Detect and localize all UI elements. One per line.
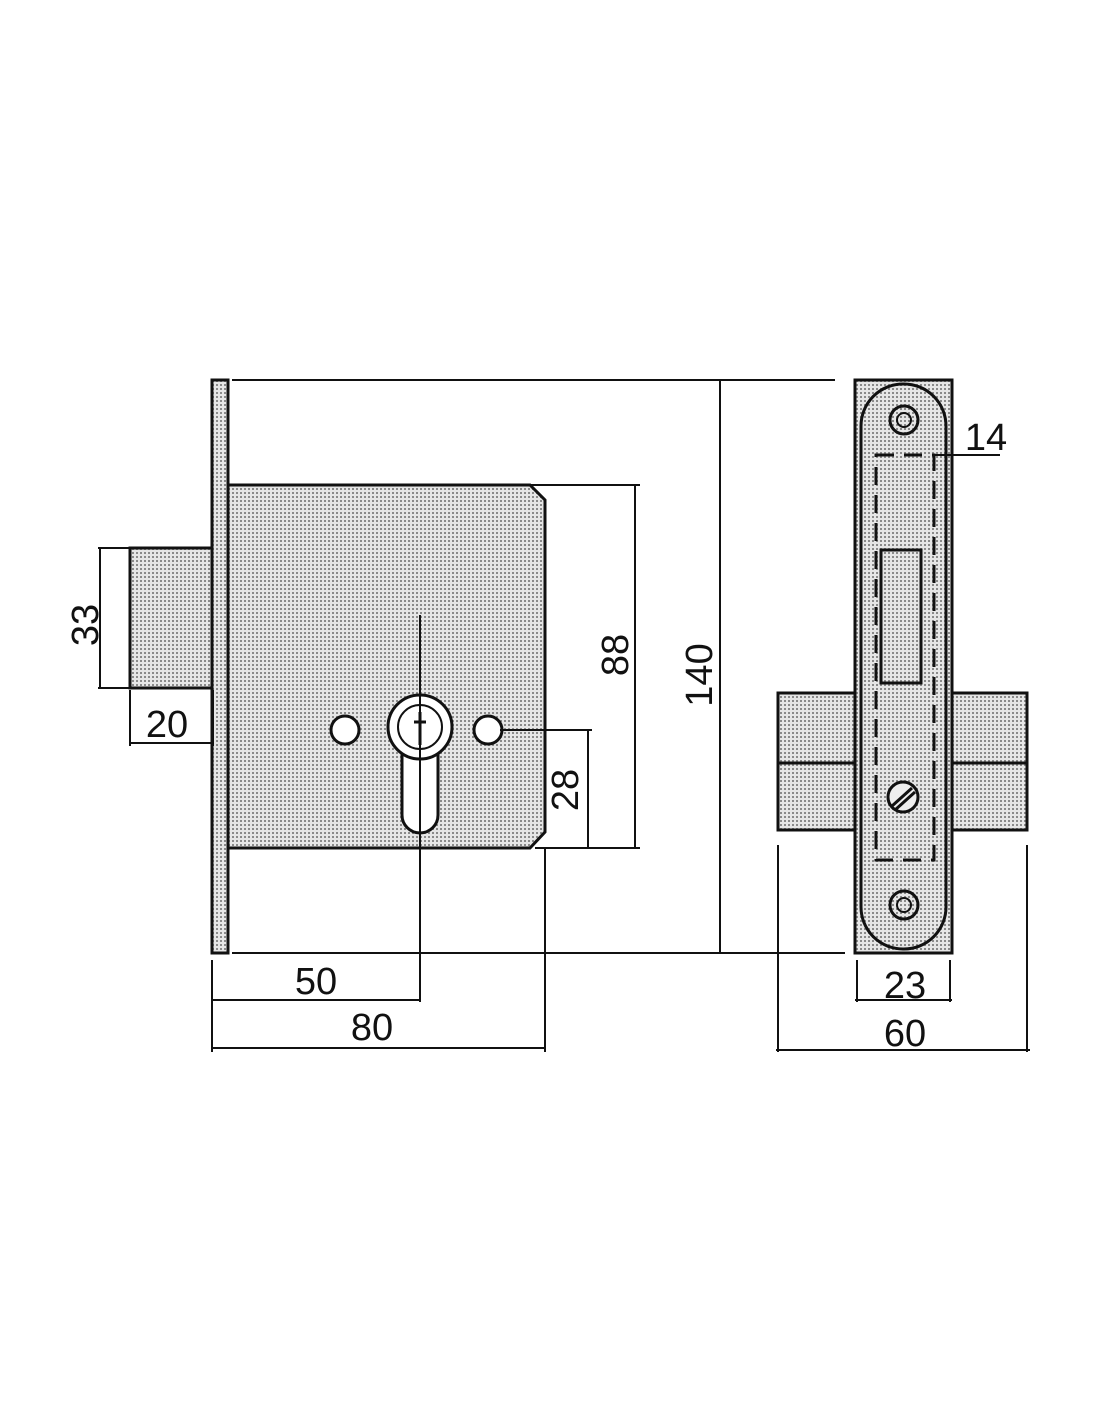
screw-hole-right xyxy=(472,714,504,746)
slotted-screw-icon xyxy=(886,780,920,814)
screw-bottom-icon xyxy=(888,889,920,921)
latch-window xyxy=(879,548,923,685)
dimension-lines-side xyxy=(776,454,1030,1052)
dim-bolt-height: 33 xyxy=(65,604,107,646)
dim-backset: 50 xyxy=(295,961,337,1003)
screw-top-icon xyxy=(888,404,920,436)
front-view: 33 20 88 140 28 50 80 xyxy=(65,378,845,1052)
dim-body-depth: 80 xyxy=(351,1007,393,1049)
dim-faceplate-width: 23 xyxy=(884,965,926,1007)
dim-total-height: 140 xyxy=(679,643,721,706)
dim-body-height: 88 xyxy=(595,634,637,676)
dim-bolt-projection: 20 xyxy=(146,704,188,746)
latch-dashed-outline xyxy=(874,453,936,862)
lock-body xyxy=(226,483,547,850)
side-view: 14 23 60 xyxy=(776,378,1030,1055)
dim-latch-width: 14 xyxy=(965,417,1007,459)
dim-keyhole-to-bottom: 28 xyxy=(545,769,587,811)
faceplate xyxy=(210,378,230,955)
dim-bolt-total-width: 60 xyxy=(884,1013,926,1055)
screw-hole-left xyxy=(329,714,361,746)
dimension-lines-front xyxy=(98,379,845,1052)
bolt xyxy=(128,546,214,690)
